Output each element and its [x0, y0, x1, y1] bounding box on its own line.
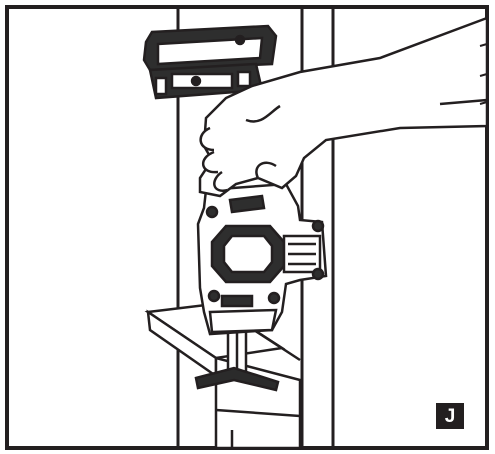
cordless-saw-tool — [196, 182, 328, 336]
step-label-badge: J — [436, 403, 464, 429]
battery-pack — [142, 24, 278, 100]
saw-blade — [194, 324, 280, 392]
hand — [198, 16, 489, 198]
frame-edge-marks — [479, 43, 488, 105]
